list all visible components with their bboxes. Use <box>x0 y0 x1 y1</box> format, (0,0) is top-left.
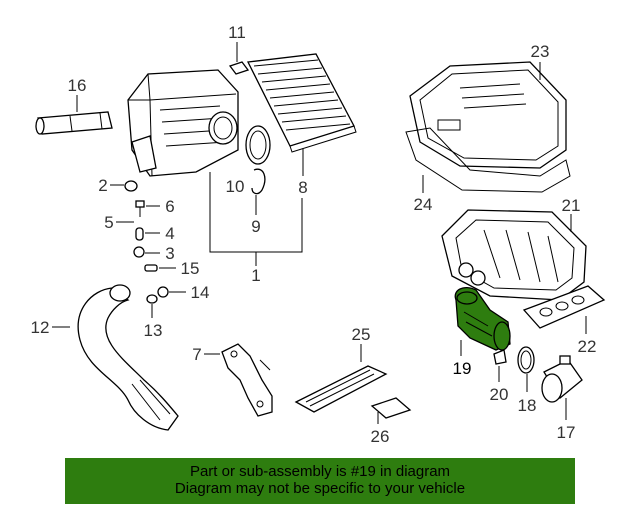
assembly-1-bracket <box>209 172 303 266</box>
callout-25: 25 <box>352 325 371 344</box>
part-6-bolt[interactable] <box>135 200 145 217</box>
callout-12: 12 <box>31 318 50 337</box>
part-25-label[interactable] <box>294 365 388 413</box>
part-24-gasket[interactable] <box>405 127 571 193</box>
part-19-intake-elbow[interactable] <box>454 286 511 351</box>
part-23-engine-cover[interactable] <box>409 61 567 169</box>
callout-5: 5 <box>104 213 113 232</box>
part-20-clip[interactable] <box>493 349 507 365</box>
part-10-clamp[interactable] <box>251 168 266 195</box>
part-15-bolt[interactable] <box>144 264 158 272</box>
air-cleaner-housing[interactable] <box>127 69 239 177</box>
callout-8: 8 <box>298 178 307 197</box>
callout-22: 22 <box>578 337 597 356</box>
part-22-manifold-gasket[interactable] <box>522 285 606 329</box>
part-2-grommet[interactable] <box>124 180 138 192</box>
part-9-seal[interactable] <box>245 125 271 165</box>
callout-1: 1 <box>251 266 260 285</box>
callout-23: 23 <box>531 42 550 61</box>
part-21-intake-manifold[interactable] <box>441 209 587 301</box>
info-banner: Part or sub-assembly is #19 in diagram D… <box>65 458 575 504</box>
callout-19: 19 <box>453 359 472 378</box>
part-17-air-flow-meter[interactable] <box>541 355 583 403</box>
callout-9: 9 <box>251 217 260 236</box>
callout-3: 3 <box>165 244 174 263</box>
part-26-bracket[interactable] <box>370 397 412 419</box>
banner-line-1: Part or sub-assembly is #19 in diagram <box>189 463 451 480</box>
callout-18: 18 <box>518 396 537 415</box>
callout-15: 15 <box>181 259 200 278</box>
callout-2: 2 <box>98 176 107 195</box>
callout-14: 14 <box>191 283 210 302</box>
part-8-air-filter[interactable] <box>247 53 357 153</box>
part-4-spacer[interactable] <box>135 227 144 241</box>
part-18-ring[interactable] <box>517 346 535 374</box>
part-14-nut[interactable] <box>157 286 169 298</box>
callout-16: 16 <box>68 76 87 95</box>
part-13-washer[interactable] <box>146 294 158 304</box>
callout-11: 11 <box>228 23 246 42</box>
callout-13: 13 <box>144 321 163 340</box>
part-16-intake-tube[interactable] <box>35 111 113 135</box>
callout-21: 21 <box>562 196 581 215</box>
callout-20: 20 <box>490 385 509 404</box>
part-3-nut[interactable] <box>133 246 145 258</box>
part-12-intake-duct[interactable] <box>77 284 179 431</box>
callout-26: 26 <box>371 427 390 446</box>
part-7-bracket[interactable] <box>221 343 273 417</box>
banner-line-2: Diagram may not be specific to your vehi… <box>174 480 466 497</box>
part-11-clip[interactable] <box>228 61 250 75</box>
callout-17: 17 <box>557 423 576 442</box>
callout-24: 24 <box>414 195 433 214</box>
callout-7: 7 <box>192 345 201 364</box>
callout-4: 4 <box>165 224 174 243</box>
callout-10: 10 <box>226 177 245 196</box>
callout-6: 6 <box>165 197 174 216</box>
